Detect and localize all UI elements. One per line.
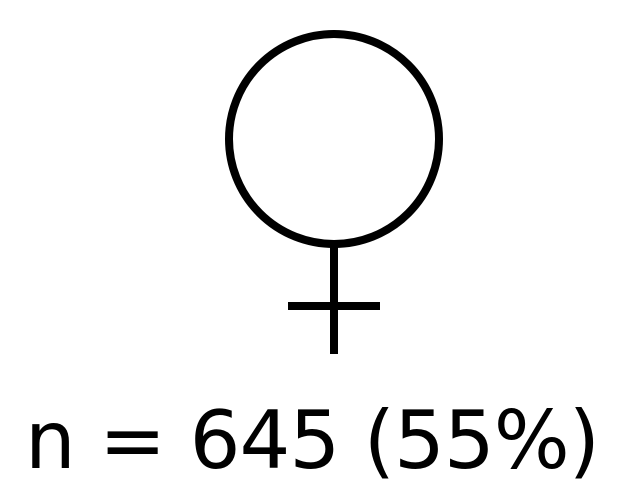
count-label: n = 645 (55%) [25,394,600,487]
female-symbol-icon [225,30,443,354]
symbol-circle [225,30,443,248]
